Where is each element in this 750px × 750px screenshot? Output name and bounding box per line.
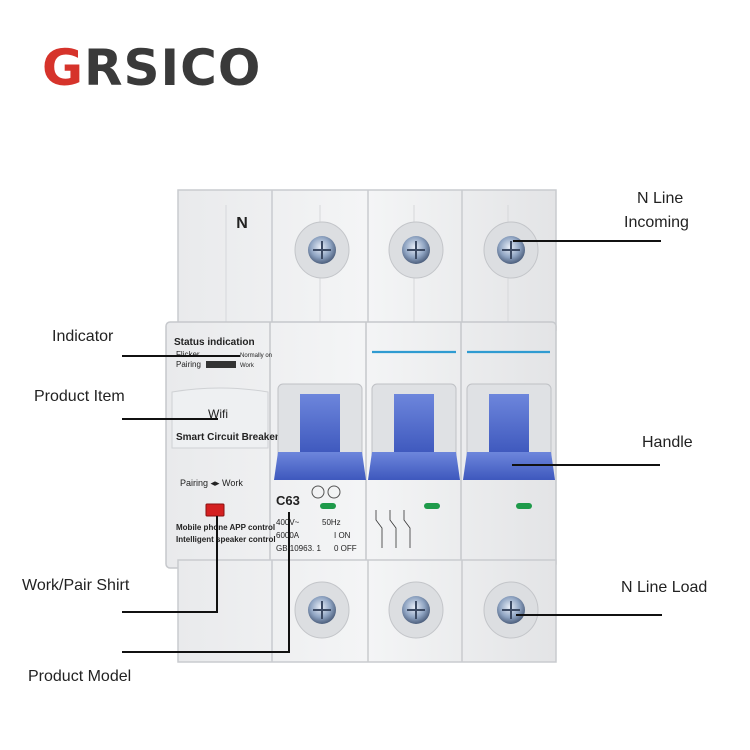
screw-bottom-1 xyxy=(294,581,350,639)
speaker-control-text: Intelligent speaker control xyxy=(176,535,276,544)
screw-top-2 xyxy=(388,221,444,279)
handle-2 xyxy=(368,383,460,480)
wifi-label: Wifi xyxy=(208,407,228,421)
callout-work-pair-shirt: Work/Pair Shirt xyxy=(22,577,130,594)
brand-logo: GRSICO xyxy=(42,38,261,98)
handle-1 xyxy=(274,383,366,480)
model-label: C63 xyxy=(276,493,300,508)
brand-logo-text: RSICO xyxy=(84,39,262,97)
pairing-work-label: Pairing ◂▸ Work xyxy=(180,478,243,488)
callout-line-handle xyxy=(512,464,660,466)
pole-label: N xyxy=(236,215,248,232)
callout-line-product-model xyxy=(122,651,290,653)
status-title: Status indication xyxy=(174,337,255,348)
pair-work-switch[interactable] xyxy=(205,503,225,517)
frequency-label: 50Hz xyxy=(322,518,341,527)
flicker-label: Flicker xyxy=(176,350,200,359)
mobile-control-text: Mobile phone APP control xyxy=(176,523,275,532)
product-name: Smart Circuit Breaker xyxy=(176,432,279,443)
screw-top-1 xyxy=(294,221,350,279)
normally-on-label: Normally on xyxy=(240,353,272,359)
capacity-label: 6000A xyxy=(276,531,300,540)
screw-bottom-2 xyxy=(388,581,444,639)
on-label: I ON xyxy=(334,531,351,540)
screw-bottom-3 xyxy=(483,581,539,639)
callout-product-item: Product Item xyxy=(34,388,125,405)
callout-n-line-load: N Line Load xyxy=(621,579,708,596)
status-indicator-window xyxy=(206,361,236,368)
callout-line-n-line-load xyxy=(516,614,662,616)
standard-label: GB 10963. 1 xyxy=(276,544,321,553)
indicator-green-3 xyxy=(516,503,532,509)
indicator-green-1 xyxy=(320,503,336,509)
voltage-label: 400V~ xyxy=(276,518,300,527)
callout-n-line-incoming-1: N Line xyxy=(637,190,684,207)
indicator-green-2 xyxy=(424,503,440,509)
callout-vline-work-pair xyxy=(216,516,218,612)
pairing-small-label: Pairing xyxy=(176,360,201,369)
callout-line-n-line-incoming xyxy=(513,240,661,242)
callout-handle: Handle xyxy=(642,434,693,451)
work-small-label: Work xyxy=(240,363,255,369)
callout-line-work-pair xyxy=(122,611,218,613)
callout-vline-product-model xyxy=(288,512,290,652)
callout-n-line-incoming-2: Incoming xyxy=(624,214,689,231)
handle-3 xyxy=(463,383,555,480)
callout-line-product-item xyxy=(122,418,218,420)
callout-indicator: Indicator xyxy=(52,328,114,345)
circuit-symbol xyxy=(375,510,411,548)
screw-top-3 xyxy=(483,221,539,279)
brand-logo-letter: G xyxy=(42,39,85,97)
off-label: 0 OFF xyxy=(334,544,357,553)
callout-line-indicator xyxy=(122,355,240,357)
callout-product-model: Product Model xyxy=(28,668,132,685)
